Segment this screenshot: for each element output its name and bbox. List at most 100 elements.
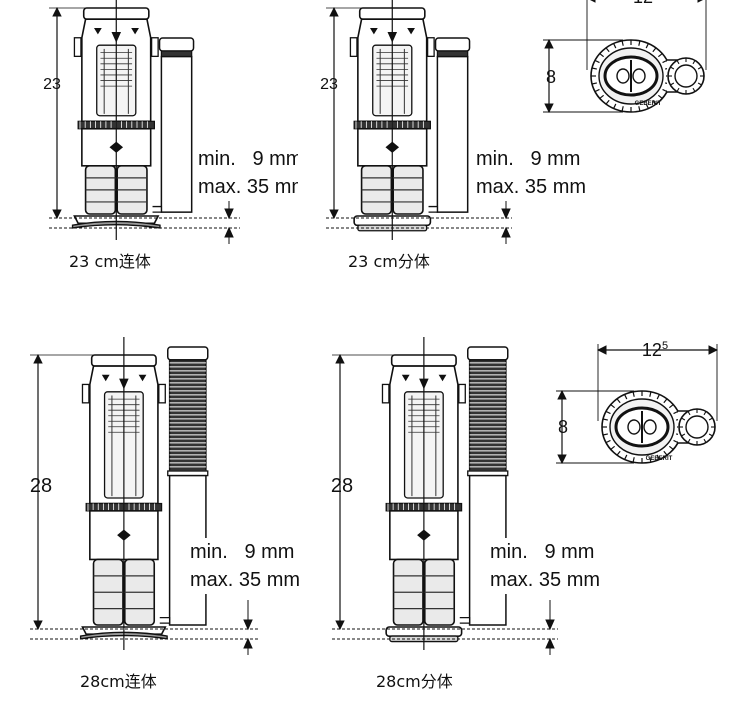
ring-tooth xyxy=(673,439,679,444)
ring-tooth xyxy=(624,394,628,400)
bm-min-text: min. 9 mm xyxy=(490,541,595,563)
overflow-cap xyxy=(434,37,471,52)
axis-arrow xyxy=(111,31,122,43)
bl-spec: min. 9 mm max. 35 mm xyxy=(190,538,301,594)
ring-tooth xyxy=(613,103,617,109)
top-plan-width-label: 12 xyxy=(633,0,653,7)
ring-tooth xyxy=(656,394,660,400)
bottom-plan-height-label: 8 xyxy=(558,417,568,437)
valve-symbol xyxy=(138,374,147,382)
min-max-arrow-bottom xyxy=(545,637,555,649)
ring-tooth xyxy=(656,454,660,460)
ring-tooth xyxy=(652,47,657,53)
bottom-plan-width-sup: 5 xyxy=(662,340,668,352)
ring-tooth xyxy=(663,450,668,456)
ring-tooth xyxy=(605,47,610,53)
valve-symbol xyxy=(369,27,378,35)
valve-23-onepiece xyxy=(49,0,240,244)
ring-tooth xyxy=(662,88,668,93)
ring-tooth xyxy=(605,99,610,105)
tube-tooth xyxy=(681,417,686,421)
tube-tooth xyxy=(697,66,702,70)
ring-tooth xyxy=(624,454,628,460)
overflow-cap xyxy=(467,346,509,361)
plan-view-bottom xyxy=(556,344,718,464)
tm-height-label: 23 xyxy=(320,76,338,93)
ring-tooth xyxy=(602,433,609,436)
ring-tooth xyxy=(602,418,609,421)
overflow-thread xyxy=(436,50,469,58)
tube-tooth xyxy=(692,87,696,92)
overflow-elbow xyxy=(459,616,471,624)
valve-right-clip xyxy=(458,383,466,404)
valve-symbol xyxy=(407,27,415,35)
valve-symbol xyxy=(401,374,410,382)
ring-tooth xyxy=(645,103,649,109)
ring-tooth xyxy=(616,398,621,404)
top-plan-brand: GEBERIT xyxy=(635,101,662,107)
bl-height-label: 28 xyxy=(30,475,52,497)
tl-caption: 23 cm连体 xyxy=(69,252,151,271)
min-max-arrow-top xyxy=(545,619,555,631)
bm-max-text: max. 35 mm xyxy=(490,569,601,591)
ring-tooth xyxy=(632,457,635,463)
bl-max-text: max. 35 mm xyxy=(190,569,301,591)
tube-tooth xyxy=(687,438,691,443)
ring-tooth xyxy=(649,391,652,397)
tm-caption: 23 cm分体 xyxy=(348,252,430,271)
top-plan-height-label: 8 xyxy=(546,67,556,87)
tube-tooth xyxy=(670,66,675,70)
bottom-plan-width-label: 125 xyxy=(642,340,668,360)
tube-tooth xyxy=(687,411,691,416)
plan-overflow-bore xyxy=(685,415,709,439)
ring-tooth xyxy=(610,445,616,450)
ring-tooth xyxy=(616,450,621,456)
ring-tooth xyxy=(594,88,600,93)
tm-spec: min. 9 mm max. 35 mm xyxy=(476,145,587,201)
bl-min-text: min. 9 mm xyxy=(190,541,295,563)
min-max-arrow-top xyxy=(224,208,234,220)
overflow-cap xyxy=(158,37,195,52)
valve-symbol xyxy=(101,374,110,382)
ring-tooth xyxy=(591,67,598,70)
ring-tooth xyxy=(613,43,617,49)
tube-tooth xyxy=(708,433,713,437)
tube-tooth xyxy=(670,82,675,86)
overflow-cap xyxy=(167,346,209,361)
overflow-corrugated-tube xyxy=(468,359,507,472)
tube-tooth xyxy=(703,438,707,443)
plan-button-left xyxy=(616,68,630,84)
valve-left-clip xyxy=(349,37,358,58)
ring-tooth xyxy=(652,99,657,105)
ring-tooth xyxy=(599,94,605,99)
overflow-tube xyxy=(436,55,469,213)
plan-button-left xyxy=(627,419,641,435)
plan-view-top xyxy=(543,0,707,113)
axis-arrow xyxy=(387,31,398,43)
valve-symbol xyxy=(438,374,447,382)
ring-tooth xyxy=(610,404,616,409)
ring-tooth xyxy=(668,404,674,409)
bottom-plan-width-main: 12 xyxy=(642,340,662,360)
ring-tooth xyxy=(638,40,641,46)
plan-button-right xyxy=(643,419,657,435)
valve-left-clip xyxy=(73,37,82,58)
bm-spec: min. 9 mm max. 35 mm xyxy=(490,538,601,594)
tl-max-text: max. 35 mm xyxy=(198,176,298,198)
tube-tooth xyxy=(697,82,702,86)
tube-tooth xyxy=(703,411,707,416)
min-max-arrow-bottom xyxy=(224,226,234,238)
valve-right-clip xyxy=(150,37,159,58)
ring-tooth xyxy=(594,59,600,64)
ring-tooth xyxy=(657,53,663,58)
tm-max-text: max. 35 mm xyxy=(476,176,587,198)
valve-symbol xyxy=(131,27,139,35)
min-max-arrow-top xyxy=(243,619,253,631)
valve-left-clip xyxy=(381,383,390,404)
ring-tooth xyxy=(621,106,624,112)
overflow-elbow xyxy=(159,616,171,624)
axis-arrow xyxy=(119,378,129,390)
bottom-plan-brand: GEBERIT xyxy=(646,456,673,462)
